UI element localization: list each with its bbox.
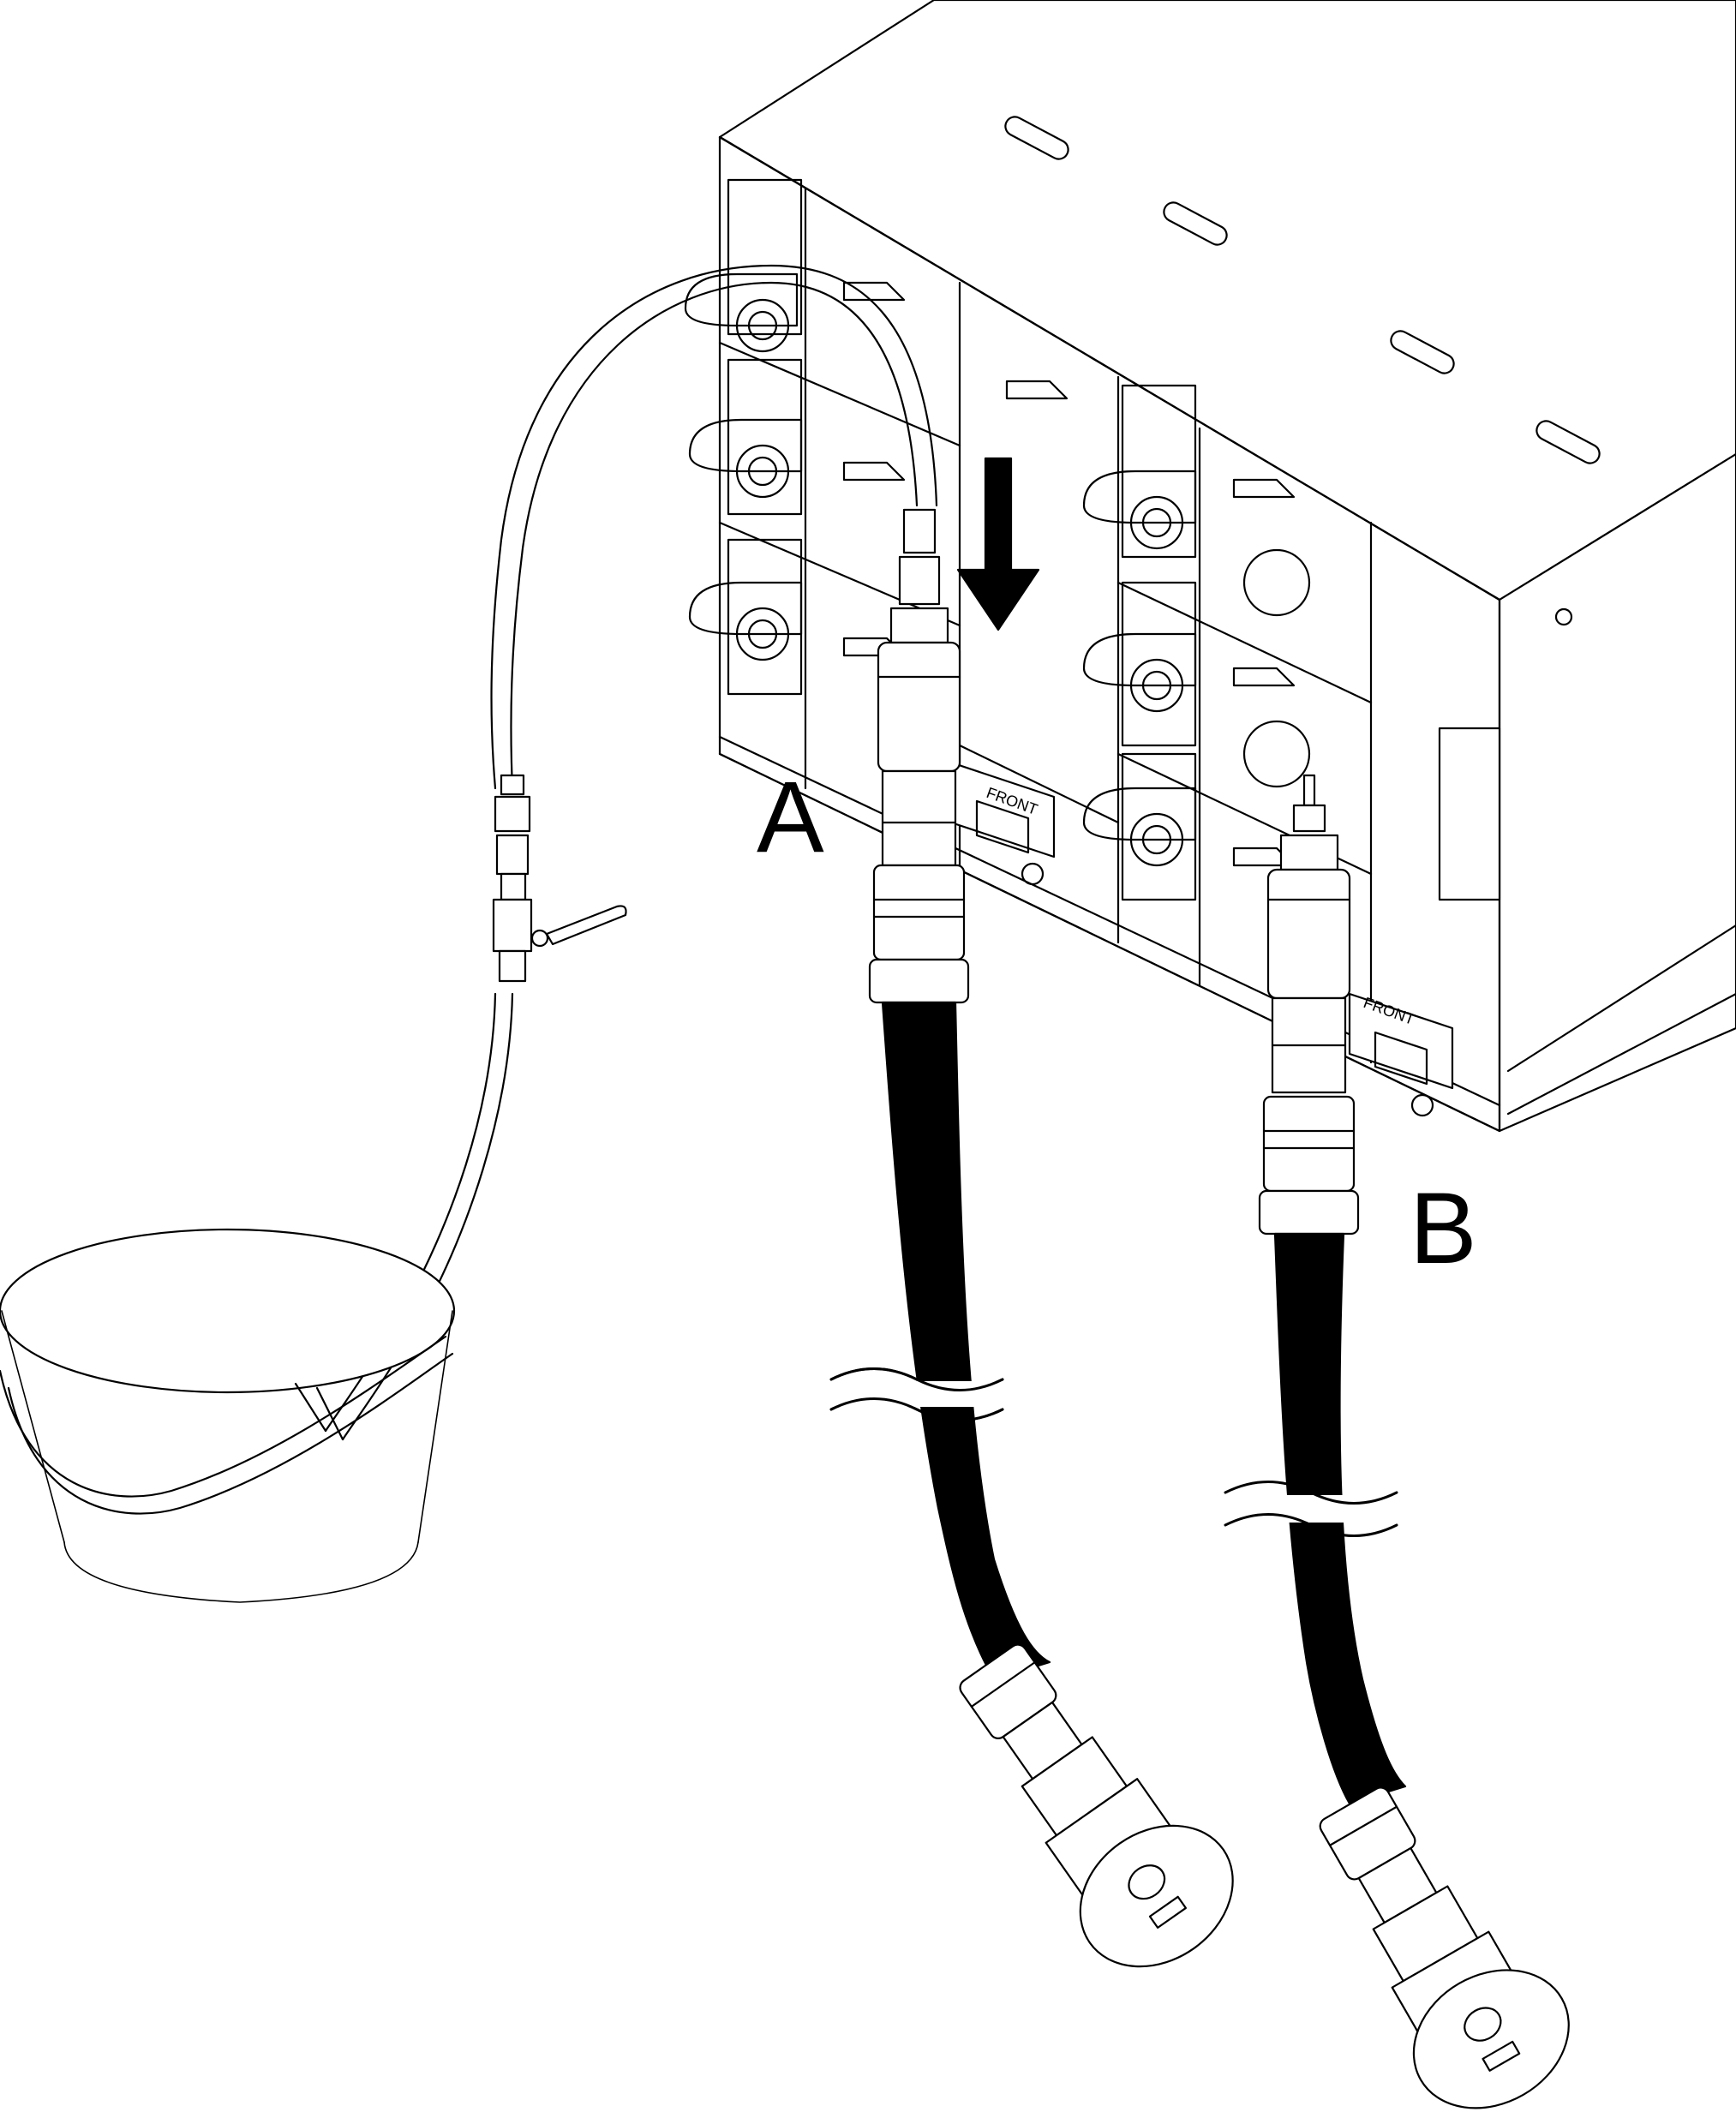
psu-unit xyxy=(688,358,803,516)
down-arrow xyxy=(956,457,1040,631)
manifold-bracket-b: FRONT xyxy=(1348,992,1454,1117)
hose-b-end-coupler xyxy=(1319,1786,1570,2109)
quick-connect-fitting-a xyxy=(868,508,970,1004)
psu-unit xyxy=(1082,752,1197,901)
psu-unit xyxy=(684,178,803,353)
manifold-bracket-a: FRONT xyxy=(949,761,1056,886)
rack-chassis xyxy=(718,0,1736,1133)
hose-a xyxy=(823,1001,1234,1968)
hose-b xyxy=(1217,1232,1570,2109)
psu-right-column xyxy=(1082,384,1501,901)
psu-unit xyxy=(1082,384,1197,559)
bleed-hose xyxy=(324,264,938,1441)
top-slots xyxy=(1004,116,1601,464)
callout-label-a: A xyxy=(757,761,824,874)
bucket xyxy=(0,1228,456,1603)
quick-connect-fitting-b xyxy=(1258,774,1360,1236)
psu-unit xyxy=(1082,581,1197,747)
psu-left-column xyxy=(684,178,1069,696)
callout-label-b: B xyxy=(1410,1172,1477,1285)
psu-unit xyxy=(688,538,803,696)
hose-a-end-coupler xyxy=(959,1643,1234,1968)
ball-valve xyxy=(492,774,627,983)
